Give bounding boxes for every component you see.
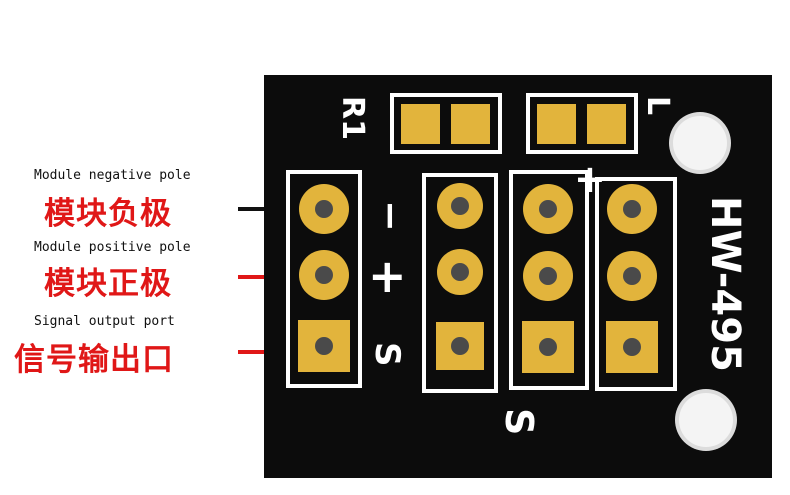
header-1-outline [286, 170, 362, 388]
annotation-signal-english: Signal output port [34, 314, 175, 329]
annotation-positive-english: Module positive pole [34, 240, 191, 255]
signal-mark-bottom: S [497, 408, 541, 435]
annotation-negative-english: Module negative pole [34, 168, 191, 183]
header-4-outline [595, 177, 677, 391]
header-3-outline [509, 170, 589, 390]
annotation-positive-chinese: 模块正极 [44, 266, 172, 302]
led-pad-left [537, 104, 576, 144]
led-pad-right [587, 104, 626, 144]
resistor-pad-left [401, 104, 440, 144]
annotation-negative-chinese: 模块负极 [44, 196, 172, 232]
annotation-signal-chinese: 信号输出口 [14, 342, 174, 378]
mounting-hole-bottom-inner [679, 393, 733, 447]
resistor-label: R1 [335, 96, 370, 140]
plus-mark: + [368, 249, 407, 303]
resistor-pad-right [451, 104, 490, 144]
header-2-outline [422, 173, 498, 393]
mounting-hole-top-inner [673, 116, 727, 170]
minus-mark: − [369, 200, 413, 232]
led-label: L [640, 96, 675, 115]
model-label: HW-495 [702, 196, 748, 372]
led-outline [526, 93, 638, 154]
signal-mark-left: S [367, 342, 407, 367]
resistor-outline [390, 93, 502, 154]
top-plus-mark: + [574, 157, 606, 201]
